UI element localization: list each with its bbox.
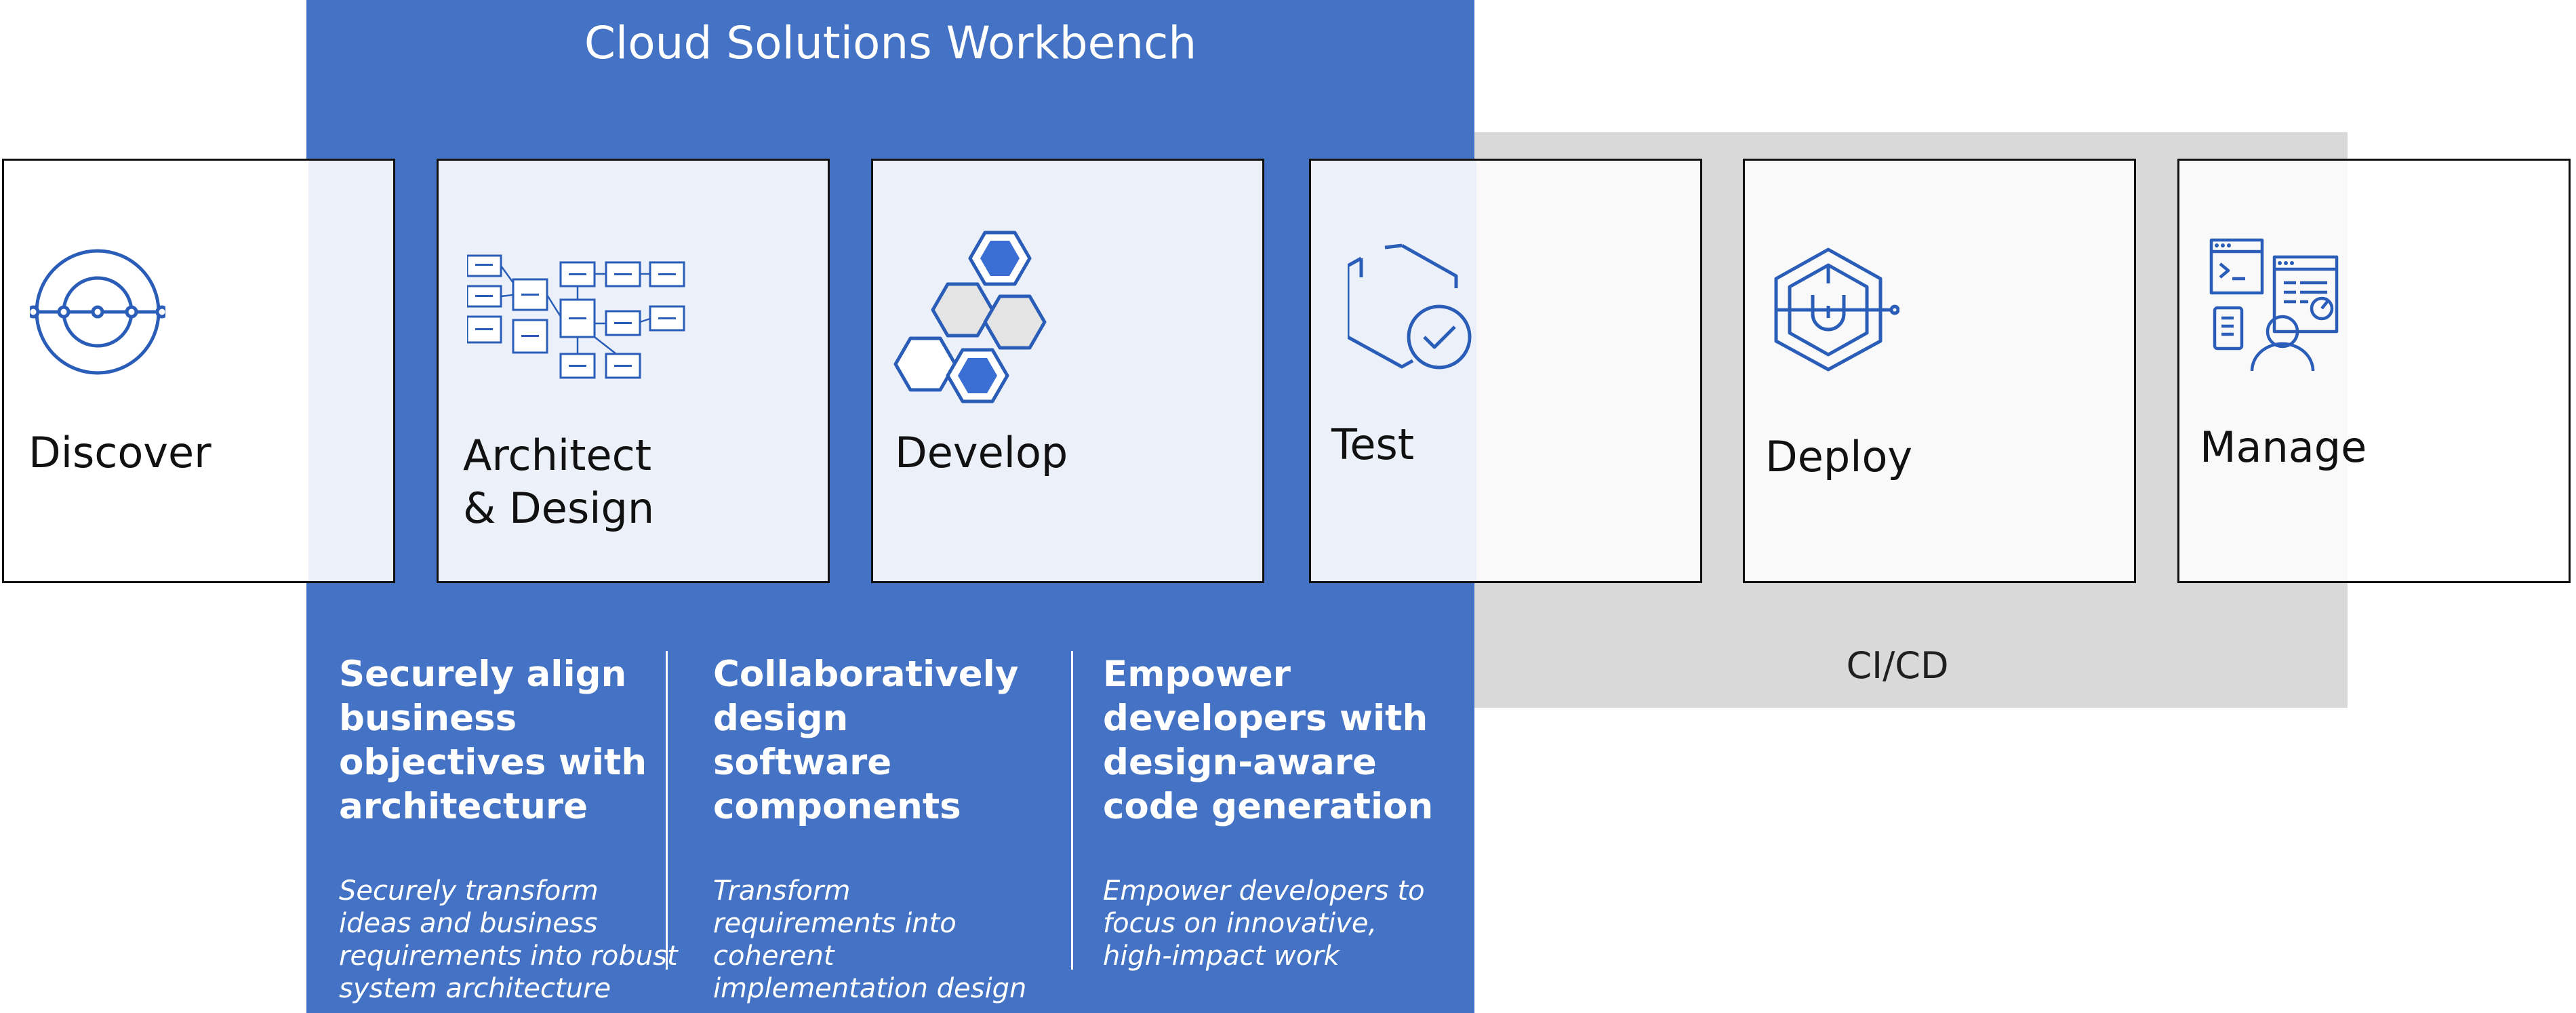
description-design: Collaboratively design software componen… [713, 652, 1039, 829]
description-develop-body: Empower developers to focus on innovativ… [1103, 875, 1442, 972]
divider [1071, 651, 1073, 970]
stage-label-architect-design: Architect & Design [463, 431, 655, 533]
stage-label-test: Test [1331, 420, 1415, 469]
stage-card-test[interactable]: Test [1309, 159, 1702, 583]
cicd-label: CI/CD [1846, 644, 1949, 687]
description-heading: Securely align business objectives with … [339, 654, 647, 827]
divider [666, 651, 668, 970]
description-body: Transform requirements into coherent imp… [713, 875, 1027, 1004]
description-body: Securely transform ideas and business re… [339, 875, 678, 1004]
workbench-title: Cloud Solutions Workbench [584, 17, 1197, 69]
hexagons-icon [893, 231, 1047, 403]
stage-card-architect-design[interactable]: Architect & Design [437, 159, 830, 583]
stage-card-discover[interactable]: Discover [2, 159, 395, 583]
stage-card-develop[interactable]: Develop [871, 159, 1264, 583]
description-architecture: Securely align business objectives with … [339, 652, 678, 829]
deploy-hexagon-icon [1774, 247, 1899, 372]
stage-label-discover: Discover [28, 428, 212, 477]
description-heading: Empower developers with design-aware cod… [1103, 654, 1434, 827]
stage-label-deploy: Deploy [1765, 432, 1913, 481]
stage-card-manage[interactable]: Manage [2177, 159, 2571, 583]
description-body: Empower developers to focus on innovativ… [1103, 875, 1425, 972]
description-develop: Empower developers with design-aware cod… [1103, 652, 1449, 829]
test-checkmark-icon [1348, 243, 1472, 370]
manage-console-user-icon [2209, 238, 2339, 372]
description-heading: Collaboratively design software componen… [713, 654, 1019, 827]
description-architecture-body: Securely transform ideas and business re… [339, 875, 678, 1005]
stage-label-develop: Develop [895, 428, 1068, 477]
stage-card-deploy[interactable]: Deploy [1743, 159, 2136, 583]
discover-path-icon [30, 249, 165, 375]
architecture-diagram-icon [467, 254, 685, 379]
description-design-body: Transform requirements into coherent imp… [713, 875, 1032, 1005]
stage-label-manage: Manage [2200, 422, 2367, 472]
